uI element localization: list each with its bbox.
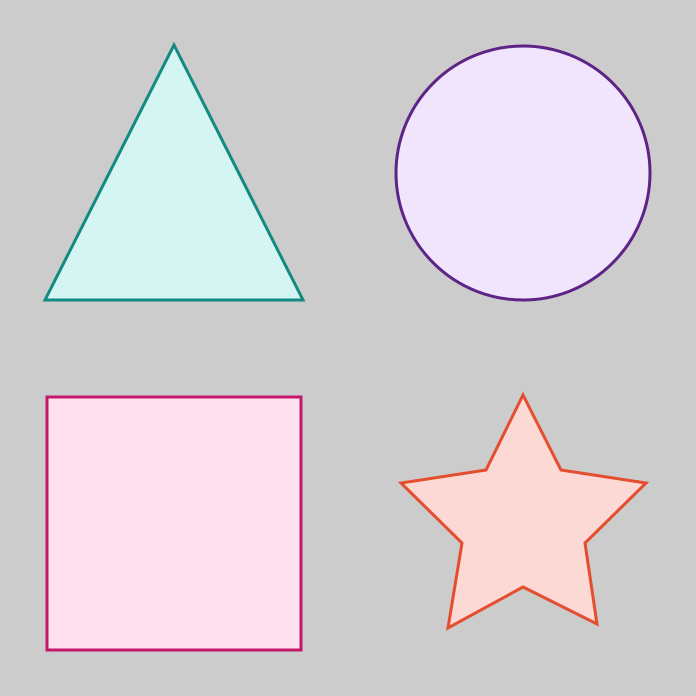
star-shape <box>397 391 650 631</box>
triangle-shape <box>42 41 306 302</box>
square-shape <box>45 395 303 652</box>
circle-shape <box>394 44 652 302</box>
